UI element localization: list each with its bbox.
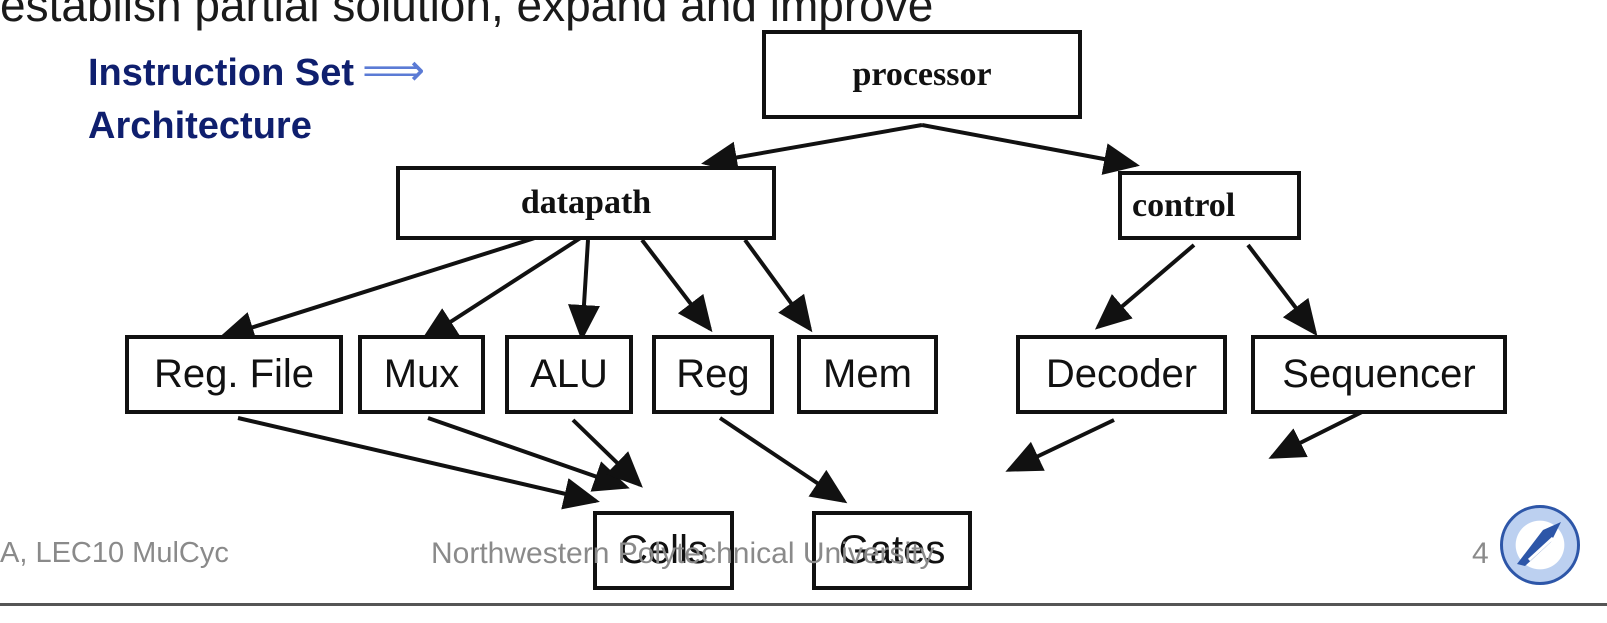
reg-node: Reg bbox=[652, 335, 774, 414]
arrow-datapath-mux bbox=[420, 235, 584, 342]
gates-node: Gates bbox=[812, 511, 972, 590]
sequencer-label: Sequencer bbox=[1282, 352, 1476, 396]
sequencer-node: Sequencer bbox=[1251, 335, 1507, 414]
arrow-reg-gates bbox=[718, 416, 848, 504]
footer-page-number: 4 bbox=[1472, 537, 1489, 570]
mem-node: Mem bbox=[797, 335, 938, 414]
alu-label: ALU bbox=[530, 352, 608, 396]
control-node: control bbox=[1118, 171, 1301, 240]
mux-node: Mux bbox=[358, 335, 485, 414]
arrow-processor-datapath bbox=[701, 123, 923, 174]
arrow-processor-control bbox=[921, 123, 1140, 175]
cells-label: Cells bbox=[619, 528, 708, 572]
footer-university: Northwestern Polytechnical University bbox=[431, 537, 935, 570]
arrow-regfile-cells bbox=[237, 416, 600, 510]
decoder-label: Decoder bbox=[1045, 352, 1198, 396]
isa-line-1: Instruction Set bbox=[88, 52, 355, 94]
mux-label: Mux bbox=[383, 352, 460, 396]
mem-label: Mem bbox=[823, 352, 912, 396]
arrow-decoder-gates bbox=[1005, 418, 1115, 472]
datapath-label: datapath bbox=[520, 184, 652, 221]
processor-label: processor bbox=[852, 55, 992, 93]
double-right-arrow-icon: ⟹ bbox=[362, 46, 426, 95]
footer-course-label: A, LEC10 MulCyc bbox=[0, 537, 229, 569]
arrow-alu-cells bbox=[571, 418, 643, 488]
university-logo-icon bbox=[1500, 505, 1580, 585]
arrow-control-decoder bbox=[1094, 243, 1196, 330]
arrow-datapath-regfile bbox=[218, 235, 539, 343]
arrow-datapath-reg bbox=[640, 238, 713, 333]
processor-node: processor bbox=[762, 30, 1082, 119]
regfile-node: Reg. File bbox=[125, 335, 343, 414]
isa-line-2: Architecture bbox=[88, 105, 312, 147]
slide-bottom-border bbox=[0, 603, 1607, 606]
cells-node: Cells bbox=[593, 511, 734, 590]
datapath-node: datapath bbox=[396, 166, 776, 240]
decoder-node: Decoder bbox=[1016, 335, 1227, 414]
regfile-label: Reg. File bbox=[153, 352, 315, 396]
isa-label: Instruction Set⟹ Architecture bbox=[88, 44, 425, 153]
arrow-mux-cells bbox=[427, 416, 630, 492]
control-label: control bbox=[1132, 186, 1236, 224]
arrow-datapath-mem bbox=[743, 238, 813, 333]
alu-node: ALU bbox=[505, 335, 633, 414]
slide-heading: establish partial solution, expand and i… bbox=[0, 0, 934, 31]
gates-label: Gates bbox=[838, 528, 946, 572]
arrow-datapath-alu bbox=[568, 239, 600, 341]
reg-label: Reg bbox=[676, 352, 750, 396]
arrow-control-sequencer bbox=[1246, 243, 1318, 337]
